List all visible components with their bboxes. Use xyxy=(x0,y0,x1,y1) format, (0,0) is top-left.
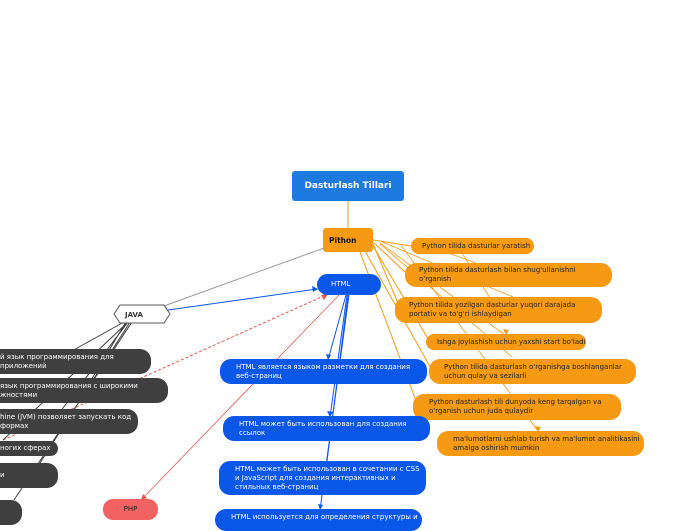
link-pithon-orange-1 xyxy=(372,239,412,247)
link-html-blue-1 xyxy=(327,294,347,361)
java-child-1-text: й язык программирования для приложений xyxy=(0,352,114,370)
java-child-1[interactable]: й язык программирования для приложений xyxy=(0,349,151,374)
html-label: HTML xyxy=(331,280,351,288)
html-child-1-text: HTML является языком разметки для создан… xyxy=(236,362,411,380)
pithon-child-1-text: Python tilida dasturlar yaratish xyxy=(422,241,531,250)
arrow-html-2 xyxy=(327,411,333,417)
arrow-java-html xyxy=(312,286,318,292)
html-child-3-text: HTML может быть использован в сочетании … xyxy=(235,464,420,491)
java-child-5[interactable]: и xyxy=(0,463,58,488)
html-child-2[interactable]: HTML может быть использован для создания… xyxy=(223,416,430,441)
html-child-4-text: HTML используется для определения структ… xyxy=(231,513,418,521)
pithon-child-4[interactable]: Ishga joylashish uchun yaxshi start bo'l… xyxy=(426,334,586,350)
html-child-3[interactable]: HTML может быть использован в сочетании … xyxy=(219,461,426,495)
pithon-child-4-text: Ishga joylashish uchun yaxshi start bo'l… xyxy=(437,337,586,346)
pithon-node[interactable]: Pithon xyxy=(323,228,373,252)
html-child-1[interactable]: HTML является языком разметки для создан… xyxy=(220,359,427,384)
link-pithon-orange-4 xyxy=(372,245,431,343)
java-child-2-text: язык программирования с широкими жностям… xyxy=(0,381,138,399)
java-child-3[interactable]: hine (JVM) позволяет запускать код форма… xyxy=(0,409,138,434)
link-java-html-dashed xyxy=(2,293,329,441)
link-pithon-orange-3 xyxy=(372,243,401,309)
link-html-blue-2 xyxy=(329,294,348,418)
root-label: Dasturlash Tillari xyxy=(304,180,392,191)
php-node[interactable]: PHP xyxy=(103,499,158,520)
link-java-html xyxy=(167,288,318,311)
pithon-child-3-text: Python tilida yozilgan dasturlar yuqori … xyxy=(409,301,576,318)
java-child-2[interactable]: язык программирования с широкими жностям… xyxy=(0,378,168,403)
pithon-child-1[interactable]: Python tilida dasturlar yaratish xyxy=(411,238,534,254)
arrow-html-4 xyxy=(318,504,323,510)
java-child-6[interactable] xyxy=(0,500,22,525)
pithon-child-7[interactable]: ma'lumotlarni ushlab turish va ma'lumot … xyxy=(437,431,644,456)
java-label: JAVA xyxy=(125,311,143,319)
java-child-3-text: hine (JVM) позволяет запускать код форма… xyxy=(0,412,132,430)
java-child-4[interactable]: ногих сферах xyxy=(0,441,58,456)
pithon-child-3[interactable]: Python tilida yozilgan dasturlar yuqori … xyxy=(395,297,602,323)
link-html-php xyxy=(140,292,342,501)
pithon-child-2[interactable]: Python tilida dasturlash bilan shug'ulla… xyxy=(405,263,612,287)
link-pithon-orange-2 xyxy=(372,241,406,273)
arrow-orange-4 xyxy=(503,329,509,335)
java-node[interactable] xyxy=(113,304,171,324)
java-child-5-text: и xyxy=(0,471,5,479)
pithon-child-5-text: Python tilida dasturlash o'rganishga bos… xyxy=(444,362,622,380)
java-child-4-text: ногих сферах xyxy=(0,444,51,452)
html-child-4[interactable]: HTML используется для определения структ… xyxy=(215,509,422,531)
pithon-child-6[interactable]: Python dasturlash tili dunyoda keng tarq… xyxy=(413,394,621,420)
arrow-php xyxy=(141,494,147,500)
pithon-child-7-text: ma'lumotlarni ushlab turish va ma'lumot … xyxy=(453,434,640,452)
arrow-dashed xyxy=(321,294,328,300)
html-node[interactable]: HTML xyxy=(317,274,381,295)
arrow-orange-7 xyxy=(535,426,541,432)
pithon-label: Pithon xyxy=(329,235,357,245)
pithon-child-6-text: Python dasturlash tili dunyoda keng tarq… xyxy=(429,398,602,415)
root-node[interactable]: Dasturlash Tillari xyxy=(292,171,404,201)
arrow-html-1 xyxy=(326,354,331,360)
pithon-child-2-text: Python tilida dasturlash bilan shug'ulla… xyxy=(419,266,576,283)
pithon-child-5[interactable]: Python tilida dasturlash o'rganishga bos… xyxy=(429,359,636,384)
link-pithon-java xyxy=(163,247,325,307)
php-label: PHP xyxy=(123,505,138,513)
html-child-2-text: HTML может быть использован для создания… xyxy=(239,419,407,437)
